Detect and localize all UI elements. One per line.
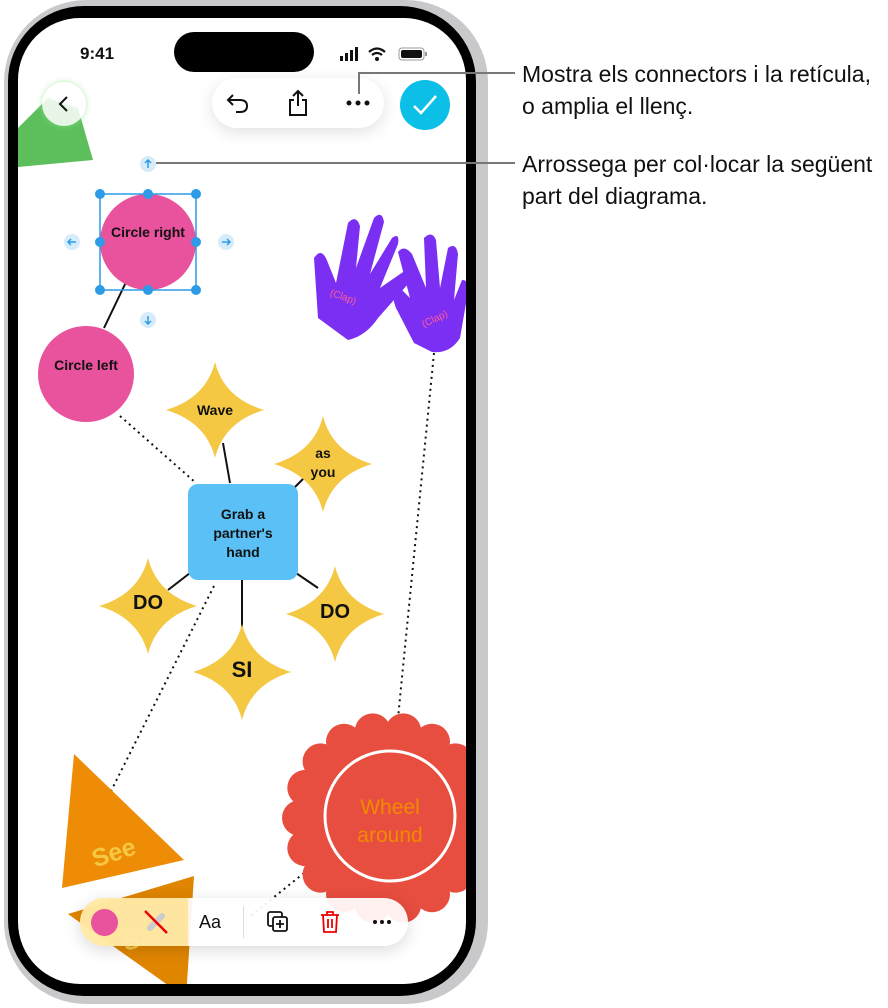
text-style-button[interactable]: Aa xyxy=(198,911,222,932)
wheel-scallop xyxy=(414,876,450,913)
more-button[interactable] xyxy=(338,83,378,123)
circle-left-shape[interactable] xyxy=(38,326,134,422)
si-label: SI xyxy=(231,657,253,682)
more-format-button[interactable] xyxy=(366,906,398,938)
wifi-icon xyxy=(368,47,386,56)
center-label: Grab a partner's hand xyxy=(213,506,273,560)
chevron-left-icon xyxy=(58,96,68,112)
wheel-shape[interactable] xyxy=(282,713,466,923)
callout-line xyxy=(359,72,515,74)
wheel-scallop xyxy=(287,830,324,867)
back-button[interactable] xyxy=(42,82,86,126)
undo-button[interactable] xyxy=(218,83,258,123)
connector xyxy=(397,352,435,719)
center-box-shape[interactable] xyxy=(188,484,298,580)
star-do-left-shape[interactable] xyxy=(99,558,197,654)
selection-handles[interactable] xyxy=(95,189,201,295)
stroke-button[interactable] xyxy=(140,906,172,938)
wheel-scallop xyxy=(437,743,466,780)
trash-icon xyxy=(321,911,339,933)
wheel-scallop xyxy=(452,770,466,806)
share-button[interactable] xyxy=(278,83,318,123)
triangle-see-shape[interactable] xyxy=(62,754,184,888)
fill-color-swatch xyxy=(90,908,118,936)
star-as-you-shape[interactable] xyxy=(274,416,372,512)
callout-drag: Arrossega per col·locar la següent part … xyxy=(522,151,873,209)
do-left-label: DO xyxy=(133,592,163,614)
wheel-scallop xyxy=(302,856,339,893)
done-button[interactable] xyxy=(400,80,450,130)
ellipsis-icon xyxy=(346,100,370,106)
circle-right-shape[interactable] xyxy=(100,194,196,290)
divider xyxy=(243,906,244,938)
wheel-scallop xyxy=(354,713,391,750)
share-icon xyxy=(289,89,307,116)
delete-button[interactable] xyxy=(314,906,346,938)
battery-icon xyxy=(398,47,427,61)
connector xyxy=(119,415,197,484)
star-wave-shape[interactable] xyxy=(166,362,264,458)
undo-icon xyxy=(226,94,249,113)
wheel-scallop xyxy=(458,803,466,833)
wheel-scallop xyxy=(282,800,318,836)
connector xyxy=(167,572,191,591)
clap-hands-shape[interactable] xyxy=(314,214,466,353)
callout-line xyxy=(358,72,360,94)
wheel-label: Wheel around xyxy=(357,796,423,847)
format-bar: Aa xyxy=(80,898,408,946)
dynamic-island xyxy=(174,32,314,72)
do-right-label: DO xyxy=(320,601,350,623)
top-toolbar xyxy=(212,78,384,128)
star-do-right-shape[interactable] xyxy=(286,566,384,662)
wheel-scallop xyxy=(326,723,362,760)
circle-left-label: Circle left xyxy=(54,357,118,373)
wheel-scallop xyxy=(385,713,422,750)
status-icons xyxy=(340,47,427,61)
screen: Circle right Circle left Wave as you Gra… xyxy=(18,18,466,984)
as-you-label: as you xyxy=(310,445,336,480)
connector xyxy=(295,572,319,589)
circle-right-label: Circle right xyxy=(111,224,185,240)
checkmark-icon xyxy=(413,95,437,115)
connector xyxy=(222,442,231,484)
duplicate-button[interactable] xyxy=(262,906,294,938)
fill-color-button[interactable] xyxy=(88,906,120,938)
callout-more: Mostra els connectors i la retícula, o a… xyxy=(522,61,871,119)
wheel-scallop xyxy=(287,769,324,806)
callout-line xyxy=(156,162,515,164)
no-stroke-icon xyxy=(144,910,168,934)
signal-icon xyxy=(340,47,358,61)
canvas[interactable] xyxy=(18,18,466,984)
ellipsis-icon xyxy=(373,920,391,924)
status-time: 9:41 xyxy=(80,44,115,63)
duplicate-icon xyxy=(267,911,288,932)
add-connection-arrows[interactable] xyxy=(64,156,234,328)
wave-label: Wave xyxy=(196,402,234,418)
connector xyxy=(103,277,129,329)
star-si-shape[interactable] xyxy=(193,624,291,720)
connector xyxy=(109,585,215,794)
